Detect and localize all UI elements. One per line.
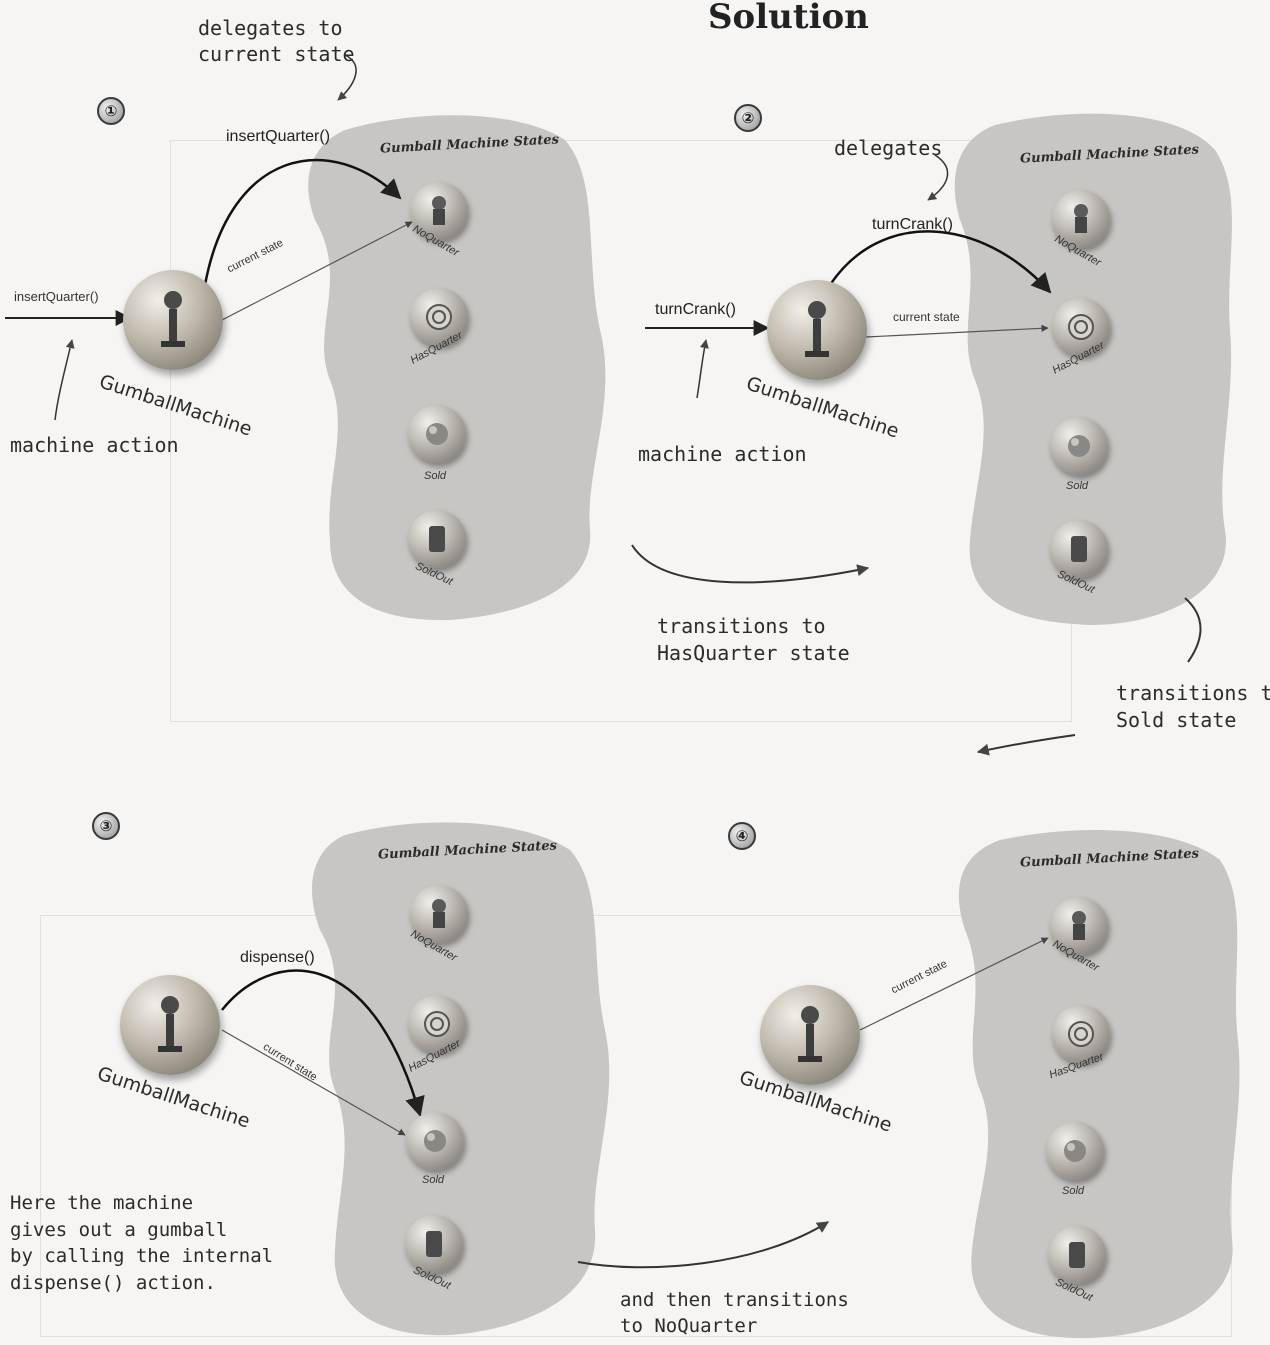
machine-action-note: machine action — [10, 435, 179, 455]
gumball-machine-icon — [120, 975, 220, 1075]
transition-arrow — [978, 735, 1075, 752]
state-label-sold: Sold — [1062, 1185, 1084, 1197]
current-state-arrow — [860, 938, 1048, 1030]
transition-side-note: transitions to Sold state — [1116, 680, 1270, 734]
sold-out-state-icon — [408, 510, 466, 568]
current-state-arrow — [866, 328, 1048, 337]
transition-arrow — [632, 545, 868, 582]
current-state-label: current state — [893, 311, 960, 323]
step-number-badge: ① — [97, 97, 125, 125]
input-call-label: insertQuarter() — [14, 290, 99, 303]
delegate-arrow — [222, 971, 420, 1115]
sold-out-state-icon — [1048, 1226, 1106, 1284]
transition-arrow — [578, 1222, 828, 1267]
gumball-machine-icon — [123, 270, 223, 370]
sold-state-icon — [1046, 1122, 1104, 1180]
step-number-badge: ③ — [92, 812, 120, 840]
gumball-machine-icon — [767, 280, 867, 380]
state-label-sold: Sold — [1066, 480, 1088, 492]
sold-state-icon — [1050, 417, 1108, 475]
delegates-note: delegates — [834, 138, 942, 158]
state-label-sold: Sold — [422, 1174, 444, 1186]
delegates-note: delegates to current state — [198, 15, 355, 67]
page-title: Solution — [708, 0, 869, 34]
note-pointer — [55, 340, 72, 420]
delegate-call-label: turnCrank() — [872, 217, 953, 233]
delegate-arrow — [830, 231, 1050, 292]
step-number-badge: ④ — [728, 822, 756, 850]
state-label-sold: Sold — [424, 470, 446, 482]
delegate-call-label: dispense() — [240, 950, 315, 966]
note-pointer — [697, 340, 706, 398]
current-state-arrow — [222, 222, 412, 320]
sold-out-state-icon — [405, 1215, 463, 1273]
note-pointer — [928, 155, 948, 200]
delegate-call-label: insertQuarter() — [226, 129, 330, 145]
transition-note: and then transitions to NoQuarter — [620, 1288, 849, 1339]
gumball-machine-icon — [760, 985, 860, 1085]
machine-action-note: machine action — [638, 444, 807, 464]
sold-state-icon — [406, 1112, 464, 1170]
dispense-note: Here the machine gives out a gumball by … — [10, 1190, 273, 1296]
step-number-badge: ② — [734, 104, 762, 132]
input-call-label: turnCrank() — [655, 302, 736, 318]
sold-state-icon — [408, 405, 466, 463]
transition-arrow — [1185, 598, 1200, 662]
transition-note: transitions to HasQuarter state — [657, 613, 850, 667]
